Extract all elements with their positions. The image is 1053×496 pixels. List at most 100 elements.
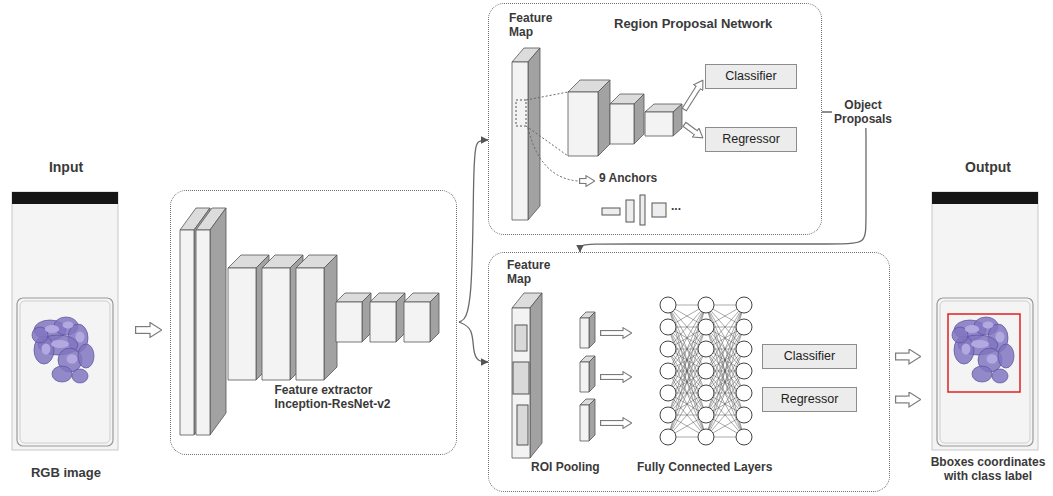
neuron — [660, 385, 676, 401]
edge-label: Object Proposals — [832, 98, 894, 128]
neuron — [698, 341, 714, 357]
slide-glass — [12, 192, 118, 450]
tissue-highlight — [971, 340, 989, 348]
slide-glass — [932, 192, 1038, 450]
arrow-shaft-outline — [684, 88, 698, 110]
neuron — [736, 297, 752, 313]
block-side — [430, 293, 439, 342]
arrow-joint — [695, 132, 698, 134]
slide-label-bar — [12, 192, 118, 204]
arrow-joint — [908, 397, 912, 403]
neuron — [660, 363, 676, 379]
neuron — [698, 385, 714, 401]
tissue-section — [52, 366, 72, 382]
node-label: Feature extractor Inception-ResNet-v2 — [275, 384, 410, 412]
rpn-layer-block — [610, 94, 644, 144]
neuron — [698, 363, 714, 379]
neuron-link — [668, 305, 706, 371]
block-front — [296, 268, 324, 380]
arrow-shaft — [685, 125, 696, 133]
neuron-link — [668, 371, 706, 437]
tissue-highlight — [962, 343, 971, 354]
block-front — [580, 405, 589, 441]
tissue-highlight — [42, 343, 51, 354]
block-front — [180, 230, 194, 435]
arrow-shaft-outline — [600, 374, 623, 380]
arrow-joint — [622, 421, 626, 425]
tissue-highlight — [996, 331, 1005, 342]
feature-map-slab — [512, 293, 542, 458]
projection-line — [526, 92, 568, 156]
tissue-highlight — [983, 321, 994, 328]
neuron — [736, 407, 752, 423]
neuron — [698, 297, 714, 313]
slide-image — [12, 192, 118, 450]
tissue-section — [992, 369, 1008, 383]
node-label: Feature Map — [509, 12, 565, 40]
tissue-highlight — [45, 325, 59, 333]
roi-region — [513, 362, 529, 394]
block-front — [228, 268, 256, 380]
process-box: Regressor — [705, 127, 797, 152]
neuron — [736, 319, 752, 335]
layer-arrow — [600, 333, 626, 334]
neuron-links — [668, 305, 744, 437]
arrow-joint — [622, 375, 626, 379]
anchor-box — [602, 208, 620, 215]
process-box: Classifier — [762, 344, 857, 369]
connector-arrow — [135, 330, 153, 331]
arrow-shaft-outline — [895, 353, 909, 361]
neuron — [660, 297, 676, 313]
block-front — [580, 318, 589, 348]
image-panel: OutputBboxes coordinates with class labe… — [927, 155, 1049, 496]
image-panel: InputRGB image — [5, 155, 127, 496]
node-label: Feature Map — [507, 259, 563, 287]
node-label: ROI Pooling — [531, 461, 621, 475]
tissue-highlight — [67, 354, 78, 364]
arrow-shaft — [136, 327, 150, 333]
block-front — [512, 62, 528, 220]
neuron — [698, 429, 714, 445]
coverslip — [937, 298, 1033, 446]
connector-arrow — [459, 140, 488, 322]
slide-image — [932, 192, 1038, 450]
neuron-link — [706, 371, 744, 437]
tissue-highlight — [63, 321, 74, 328]
block-side — [673, 104, 682, 136]
neuron-link — [706, 305, 744, 371]
arrow-shaft-outline — [600, 330, 623, 336]
feature-map-slab — [512, 48, 540, 220]
rpn-layer-block — [568, 80, 610, 156]
anchor-box — [640, 195, 645, 225]
roi-region — [515, 325, 527, 351]
connector-arrow — [895, 399, 912, 400]
cnn-layer-block — [336, 293, 371, 342]
stage-group: Feature MapRegion Proposal Network9 Anch… — [488, 3, 822, 235]
pooled-roi-block — [580, 312, 595, 348]
cnn-layer-block — [404, 293, 439, 342]
tissue-highlight — [51, 340, 69, 348]
node-label: 9 Anchors — [599, 172, 679, 186]
tissue-section — [78, 344, 94, 368]
slide-label-bar — [932, 192, 1038, 204]
tissue-section — [972, 366, 992, 382]
rpn-layer-block — [645, 104, 682, 136]
stage-group: Feature MapROI PoolingFully Connected La… — [488, 252, 890, 492]
box-label: Regressor — [781, 392, 839, 406]
connector-line — [459, 140, 488, 322]
tissue-highlight — [965, 325, 979, 333]
bounding-box — [948, 314, 1020, 392]
block-front — [610, 104, 634, 144]
neuron-link — [706, 371, 744, 437]
process-box: Classifier — [705, 64, 797, 89]
block-front — [645, 112, 673, 136]
neuron-link — [668, 305, 706, 371]
neuron — [736, 363, 752, 379]
node-label: Bboxes coordinates with class label — [927, 456, 1049, 484]
block-side — [324, 255, 337, 380]
block-front — [512, 308, 530, 458]
layer-arrow — [600, 377, 626, 378]
pooled-roi-block — [580, 399, 595, 441]
